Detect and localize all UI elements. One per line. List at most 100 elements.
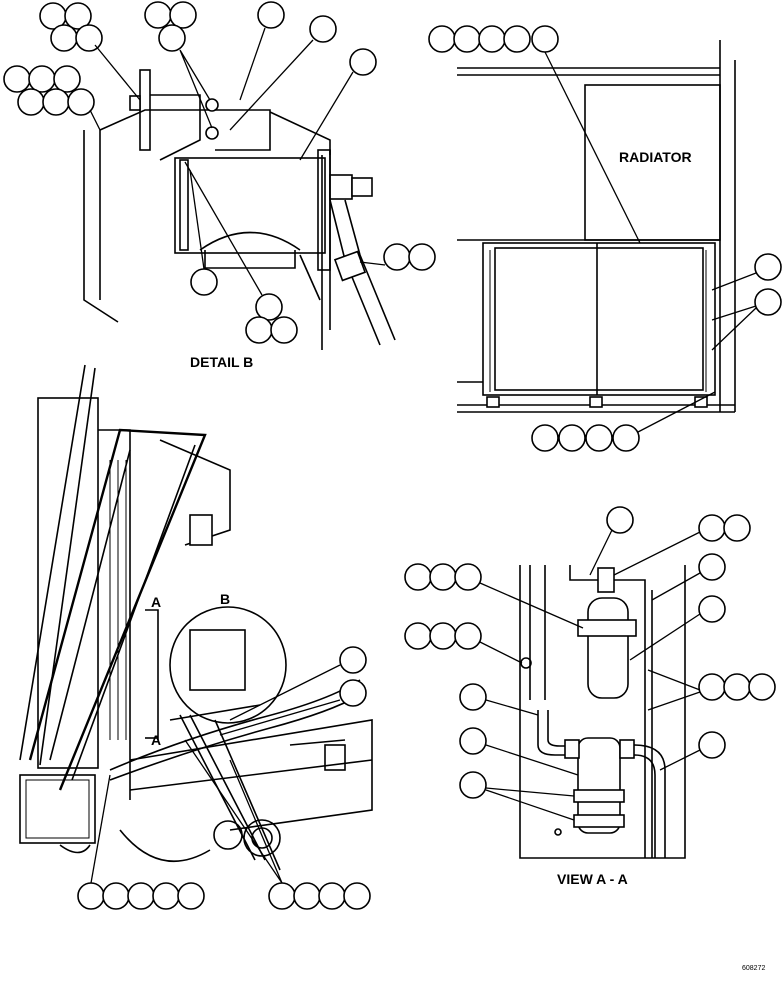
callout-v4 [404,563,432,591]
frame-plate [129,719,373,831]
frame-rib [289,739,346,746]
discharge-hose [633,744,666,858]
callout-m8 [268,882,296,910]
callout-v11 [454,622,482,650]
connector [189,514,213,546]
callout-b14 [17,88,45,116]
callout-r2 [453,25,481,53]
pivot-1 [213,820,243,850]
callout-b12 [28,65,56,93]
callout-b22 [270,316,298,344]
callout-m4 [102,882,130,910]
drawing-number: 608272 [742,965,765,972]
callout-r11 [612,424,640,452]
callout-r10 [585,424,613,452]
callout-v18 [459,771,487,799]
radiator-drawing [457,40,736,413]
leader-b16 [89,109,101,131]
bracket-clamp [150,94,201,161]
drier-bottom-curve [199,231,301,251]
callout-v10 [429,622,457,650]
main-assembly-drawing [19,364,373,871]
view-aa-label: VIEW A - A [557,871,628,887]
core-right [98,429,131,800]
upper-drier-valve [597,567,615,593]
callout-b9 [309,15,337,43]
callout-v6 [454,563,482,591]
brace [299,254,321,301]
leader-v16 [485,744,579,776]
detail-b-label: DETAIL B [190,354,253,370]
mount-1 [486,396,500,408]
view-aa-callouts [404,506,776,821]
callout-v3 [723,514,751,542]
boom-strut-2 [39,367,96,766]
callout-v8 [698,595,726,623]
callout-b17 [383,243,411,271]
callout-b7 [158,24,186,52]
callout-m5 [127,882,155,910]
fitting-1 [329,174,353,200]
callout-v5 [429,563,457,591]
callout-v12 [698,673,726,701]
section-a-line-top [145,609,159,740]
view-frame [519,565,686,859]
detail-b-drawing [83,69,396,350]
callout-m7 [177,882,205,910]
leader-r7 [711,305,757,351]
mount-2 [589,396,603,408]
leader-r6 [711,272,757,291]
view-aa-drawing [519,565,686,859]
upper-line-right [614,579,646,858]
callout-r1 [428,25,456,53]
frame-cutout [324,744,346,771]
leader-m1 [229,664,341,721]
boom-outer [28,428,207,791]
main-assembly-callouts [77,646,371,910]
callout-v14 [748,673,776,701]
callout-b8 [257,1,285,29]
callout-m11 [343,882,371,910]
detail-b-marker: B [220,591,230,607]
core-fins [109,460,127,740]
leader-v12 [647,669,701,711]
callout-b3 [50,24,78,52]
drier-housing [174,157,326,254]
callout-v17 [698,731,726,759]
callout-b11 [3,65,31,93]
bracket-top [99,109,271,151]
drier-flange [317,149,331,271]
discharge-hose-2 [633,754,656,858]
leader-v17 [659,749,701,771]
leader-r11 [637,391,716,433]
drier-base [204,250,296,269]
upper-drier-clamp [577,619,637,637]
leader-b8 [239,27,266,101]
callout-v2 [698,514,726,542]
tube-pair-left [529,565,546,700]
callout-m10 [318,882,346,910]
callout-b20 [255,293,283,321]
leader-r5 [544,51,641,244]
leader-v7 [651,572,701,601]
callout-b5 [144,1,172,29]
condenser-core [482,242,716,396]
callout-v9 [404,622,432,650]
nut-1 [129,95,141,111]
detail-b-magnifier [169,606,287,724]
box-hook [59,844,91,854]
suction-line [537,710,575,756]
compressor-box-inner [25,779,90,839]
radiator-callouts [428,25,782,452]
bolt-2 [205,126,219,140]
callout-b15 [42,88,70,116]
fitting-2 [351,177,373,197]
hose-right [344,199,396,341]
callout-r4 [503,25,531,53]
leader-b17 [359,261,386,266]
section-a-top: A [151,594,161,610]
accumulator [577,737,621,834]
magnifier-line [169,704,261,721]
magnified-drier [189,629,246,691]
